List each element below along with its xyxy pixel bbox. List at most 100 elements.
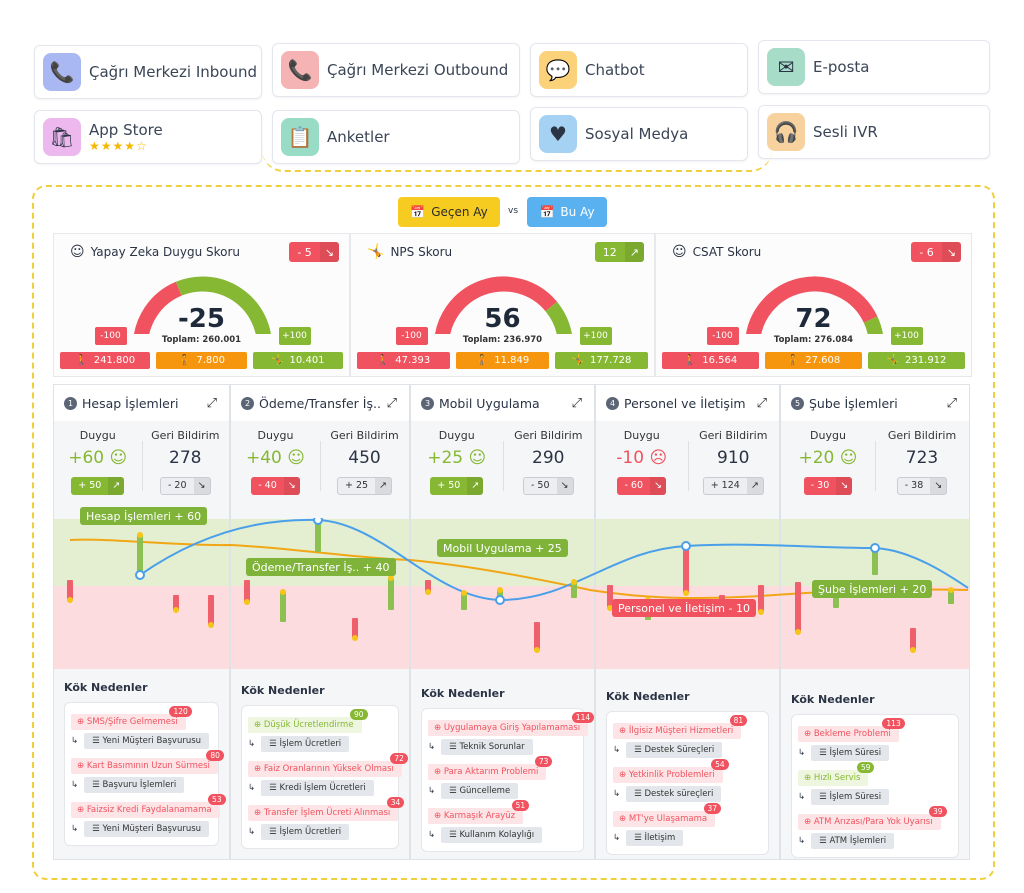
source-social-media[interactable]: ♥Sosyal Medya xyxy=(530,107,748,161)
dashboard-frame xyxy=(32,185,995,880)
root-cause-label: Transfer İşlem Ücreti Alınması xyxy=(263,808,391,818)
root-category-label: Yeni Müşteri Başvurusu xyxy=(102,736,202,746)
data-point xyxy=(683,590,689,596)
root-category-label: Kullanım Kolaylığı xyxy=(459,830,535,840)
count-value: 16.564 xyxy=(702,355,738,366)
current-month-button[interactable]: 📅Bu Ay xyxy=(527,197,607,227)
root-category-chip[interactable]: ☰ Teknik Sorunlar xyxy=(441,739,533,755)
source-phone-inbound[interactable]: 📞Çağrı Merkezi Inbound xyxy=(34,45,262,99)
sub-arrow-icon: ↳ xyxy=(798,836,806,846)
root-category-chip[interactable]: ☰ Kullanım Kolaylığı xyxy=(441,827,543,843)
chart-category-label: Şube İşlemleri + 20 xyxy=(812,580,933,598)
trend-down-icon: ↘ xyxy=(319,242,339,262)
root-category-label: Yeni Müşteri Başvurusu xyxy=(102,824,202,834)
delta-value: - 6 xyxy=(919,245,934,259)
root-category-chip[interactable]: ☰ İşlem Süresi xyxy=(811,745,890,761)
search-trend-icon: ⊕ xyxy=(804,817,812,827)
source-label: Anketler xyxy=(327,128,390,146)
root-category-chip[interactable]: ☰ Destek süreçleri xyxy=(626,786,722,802)
source-phone-outbound[interactable]: 📞Çağrı Merkezi Outbound xyxy=(272,43,520,97)
gauge-positive-arc xyxy=(863,316,883,334)
search-trend-icon: ⊕ xyxy=(254,720,262,730)
expand-icon[interactable]: ⤢ xyxy=(946,395,957,411)
data-point xyxy=(137,532,143,538)
root-category-chip[interactable]: ☰ Kredi İşlem Ücretleri xyxy=(261,780,374,796)
sub-arrow-icon: ↳ xyxy=(71,824,79,834)
passive-count: 🧍7.800 xyxy=(156,352,247,369)
root-category-chip[interactable]: ☰ ATM İşlemleri xyxy=(811,833,895,849)
frown-icon: ☹ xyxy=(649,448,668,468)
gauge-negative-arc xyxy=(134,281,182,334)
sentiment-bar xyxy=(607,585,613,608)
expand-icon[interactable]: ⤢ xyxy=(756,395,767,411)
search-trend-icon: ⊕ xyxy=(619,770,627,780)
search-trend-icon: ⊕ xyxy=(77,805,85,815)
score-total: Toplam: 236.970 xyxy=(462,335,543,345)
root-category-chip[interactable]: ☰ İletişim xyxy=(626,830,684,846)
feedback-delta-badge: - 38↘ xyxy=(896,476,948,495)
root-category-chip[interactable]: ☰ Başvuru İşlemleri xyxy=(84,777,185,793)
social-media-icon: ♥ xyxy=(539,115,577,153)
source-text: E-posta xyxy=(813,58,869,76)
trend-up-icon: ↗ xyxy=(624,242,644,262)
previous-month-button[interactable]: 📅Geçen Ay xyxy=(398,197,500,227)
root-category-chip[interactable]: ☰ Yeni Müşteri Başvurusu xyxy=(84,733,210,749)
root-category-chip[interactable]: ☰ İşlem Süresi xyxy=(811,789,890,805)
feedback-point xyxy=(313,518,323,525)
expand-icon[interactable]: ⤢ xyxy=(386,395,397,411)
root-cause-count-badge: 120 xyxy=(169,706,192,717)
expand-icon[interactable]: ⤢ xyxy=(206,395,217,411)
root-category-chip[interactable]: ☰ Destek Süreçleri xyxy=(626,742,723,758)
source-survey[interactable]: 📋Anketler xyxy=(272,110,520,164)
root-category-chip[interactable]: ☰ İşlem Ücretleri xyxy=(261,824,350,840)
trend-up-icon: ↗ xyxy=(108,476,125,495)
root-category-chip[interactable]: ☰ İşlem Ücretleri xyxy=(261,736,350,752)
root-category-label: Destek süreçleri xyxy=(644,789,714,799)
expand-icon[interactable]: ⤢ xyxy=(571,395,582,411)
root-category-chip[interactable]: ☰ Yeni Müşteri Başvurusu xyxy=(84,821,210,837)
sentiment-bar xyxy=(208,595,214,625)
data-point xyxy=(910,647,916,653)
root-category-chip[interactable]: ☰ Güncelleme xyxy=(441,783,519,799)
source-email[interactable]: ✉E-posta xyxy=(758,40,990,94)
source-ivr[interactable]: 🎧Sesli IVR xyxy=(758,105,990,159)
source-app-store[interactable]: 🛍App Store★★★★☆ xyxy=(34,110,262,164)
source-chatbot[interactable]: 💬Chatbot xyxy=(530,43,748,97)
jump-icon: 🤸 xyxy=(367,244,385,260)
sentiment-heading: Duygu xyxy=(79,429,116,442)
